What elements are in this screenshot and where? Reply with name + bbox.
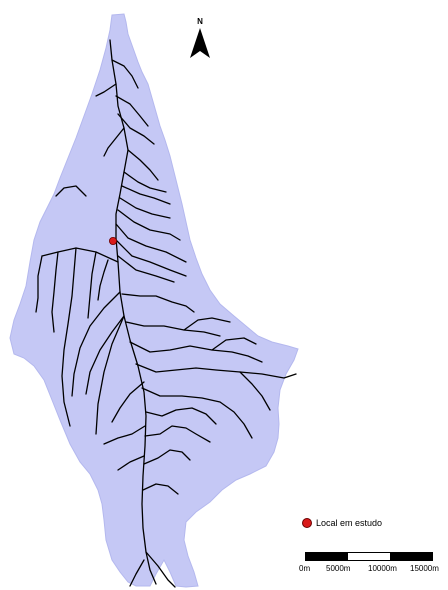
river-south-1: [142, 483, 179, 495]
river-w3: [61, 247, 77, 427]
watershed-area: [9, 13, 299, 588]
scale-label-0: 0m: [299, 564, 311, 573]
river-n12: [115, 239, 187, 277]
river-w6: [85, 315, 125, 395]
river-n8: [121, 185, 171, 205]
scale-label-15000: 15000m: [410, 564, 439, 573]
north-letter: N: [197, 17, 203, 26]
river-east-3b: [211, 337, 257, 351]
river-n7: [123, 171, 167, 193]
legend-label: Local em estudo: [316, 518, 383, 528]
river-sw-2: [103, 425, 146, 445]
river-n10: [117, 209, 181, 241]
map-legend: Local em estudo: [302, 516, 382, 530]
river-main-left: [95, 315, 125, 435]
river-outlet-right: [145, 551, 176, 588]
scale-label-5000: 5000m: [326, 564, 351, 573]
river-w1: [35, 255, 43, 313]
river-n3: [115, 95, 149, 127]
river-sw-1: [111, 381, 145, 423]
river-w4: [87, 251, 97, 319]
river-w7: [97, 259, 109, 301]
river-n13: [117, 255, 175, 283]
river-n6: [127, 149, 159, 181]
north-arrow-icon: [190, 28, 210, 58]
river-east-8: [143, 449, 191, 465]
river-n11: [115, 223, 187, 263]
river-east-1: [121, 293, 195, 313]
river-east-7: [144, 425, 211, 443]
river-east-3: [129, 341, 263, 363]
scale-segment-3: [390, 553, 432, 560]
river-n2: [95, 83, 117, 97]
river-w2: [51, 251, 59, 333]
river-east-6: [145, 407, 217, 425]
scale-segment-2: [348, 553, 390, 560]
river-n1: [111, 59, 139, 89]
river-east-4: [135, 363, 297, 379]
river-n4: [117, 113, 155, 145]
river-east-5: [141, 387, 253, 439]
river-network: [35, 39, 297, 588]
river-east-2b: [183, 317, 231, 331]
river-outlet-left: [129, 559, 145, 587]
river-n9: [119, 197, 171, 219]
river-main-stem: [117, 261, 157, 585]
legend-marker-icon: [302, 518, 312, 528]
scale-label-10000: 10000m: [368, 564, 397, 573]
river-east-2: [125, 321, 221, 337]
river-east-4b: [239, 371, 271, 411]
north-arrow: N: [189, 17, 211, 59]
scale-segment-1: [306, 553, 348, 560]
river-sw-3: [117, 455, 145, 471]
river-n5: [103, 127, 125, 157]
study-site-marker: [109, 236, 118, 245]
river-w5: [71, 291, 121, 397]
scale-bar: [305, 552, 433, 561]
river-nw-small: [55, 185, 87, 197]
